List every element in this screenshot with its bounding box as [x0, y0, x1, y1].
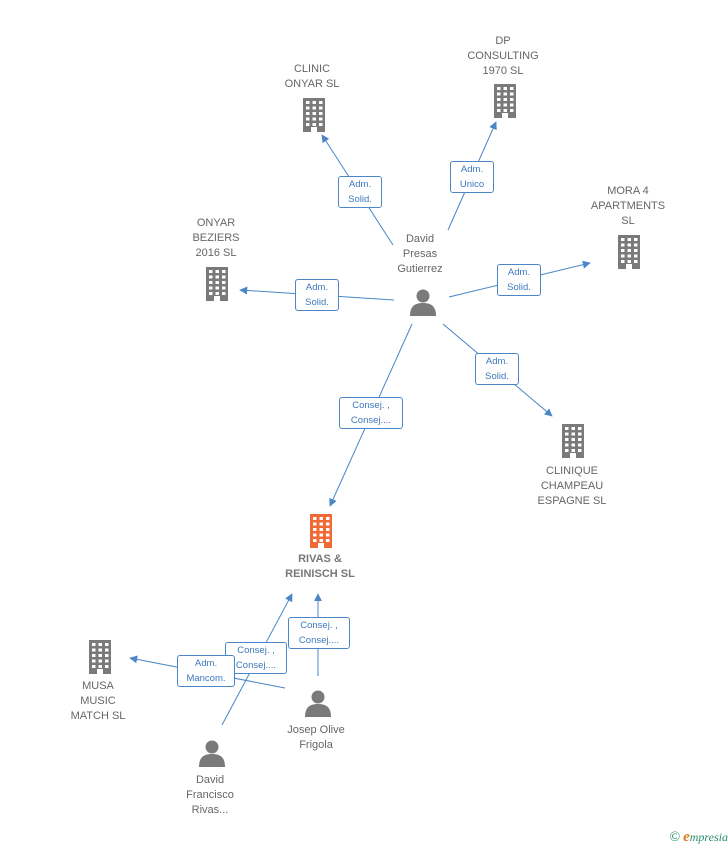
node-label-dp-consulting[interactable]: DP CONSULTING 1970 SL [467, 35, 539, 77]
edge-label-e9[interactable]: Adm. Mancom. [177, 655, 235, 687]
edge-label-e2[interactable]: Adm. Unico [450, 161, 494, 193]
person-icon[interactable] [198, 739, 226, 772]
node-label-musa[interactable]: MUSA MUSIC MATCH SL [70, 680, 126, 722]
brand-initial: e [683, 829, 690, 845]
focus-building-icon[interactable] [308, 514, 334, 553]
edge-label-e3[interactable]: Adm. Solid. [497, 264, 541, 296]
node-label-rivas[interactable]: RIVAS & REINISCH SL [285, 553, 355, 580]
building-icon[interactable] [301, 98, 327, 137]
node-label-josep[interactable]: Josep Olive Frigola [287, 724, 345, 751]
building-icon[interactable] [616, 235, 642, 274]
node-label-clinique[interactable]: CLINIQUE CHAMPEAU ESPAGNE SL [537, 465, 607, 507]
building-icon[interactable] [560, 424, 586, 463]
edge-label-e4[interactable]: Adm. Solid. [295, 279, 339, 311]
node-label-onyar-beziers[interactable]: ONYAR BEZIERS 2016 SL [192, 217, 240, 259]
node-label-david-rivas[interactable]: David Francisco Rivas... [186, 774, 234, 816]
edge-label-e6[interactable]: Consej. , Consej.... [339, 397, 403, 429]
building-icon[interactable] [492, 84, 518, 123]
edge-label-e7[interactable]: Consej. , Consej.... [225, 642, 287, 674]
person-icon[interactable] [409, 288, 437, 321]
copyright-icon: © [669, 830, 681, 845]
edge-label-e5[interactable]: Adm. Solid. [475, 353, 519, 385]
node-label-clinic-onyar[interactable]: CLINIC ONYAR SL [284, 63, 340, 90]
brand-name: mpresia [689, 830, 728, 844]
person-icon[interactable] [304, 689, 332, 722]
empresia-brand[interactable]: © empresia [669, 829, 728, 846]
edge-label-e8[interactable]: Consej. , Consej.... [288, 617, 350, 649]
node-label-mora4[interactable]: MORA 4 APARTMENTS SL [590, 185, 666, 227]
node-label-david-presas[interactable]: David Presas Gutierrez [397, 233, 443, 275]
building-icon[interactable] [204, 267, 230, 306]
building-icon[interactable] [87, 640, 113, 679]
edge-label-e1[interactable]: Adm. Solid. [338, 176, 382, 208]
